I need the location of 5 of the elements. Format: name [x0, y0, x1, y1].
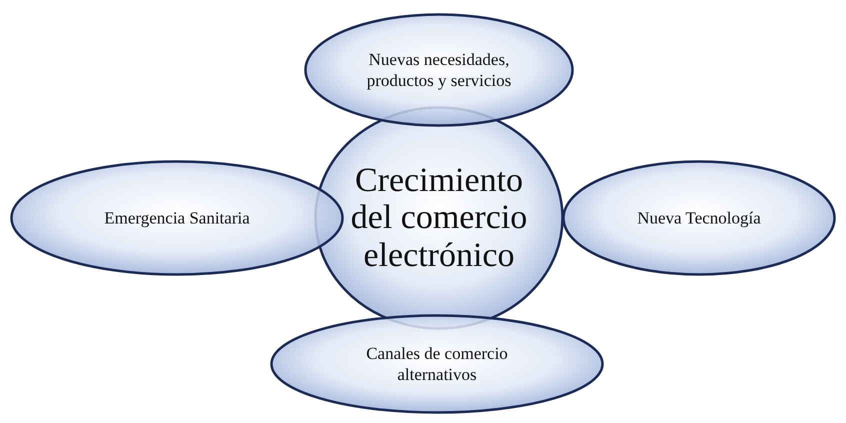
node-label: Nuevas necesidades, productos y servicios — [366, 48, 512, 92]
node-label: Nueva Tecnología — [636, 207, 762, 229]
node-label: Emergencia Sanitaria — [103, 207, 251, 229]
node-label: Crecimiento del comercio electrónico — [350, 162, 528, 274]
node-label: Canales de comercio alternativos — [365, 342, 509, 386]
